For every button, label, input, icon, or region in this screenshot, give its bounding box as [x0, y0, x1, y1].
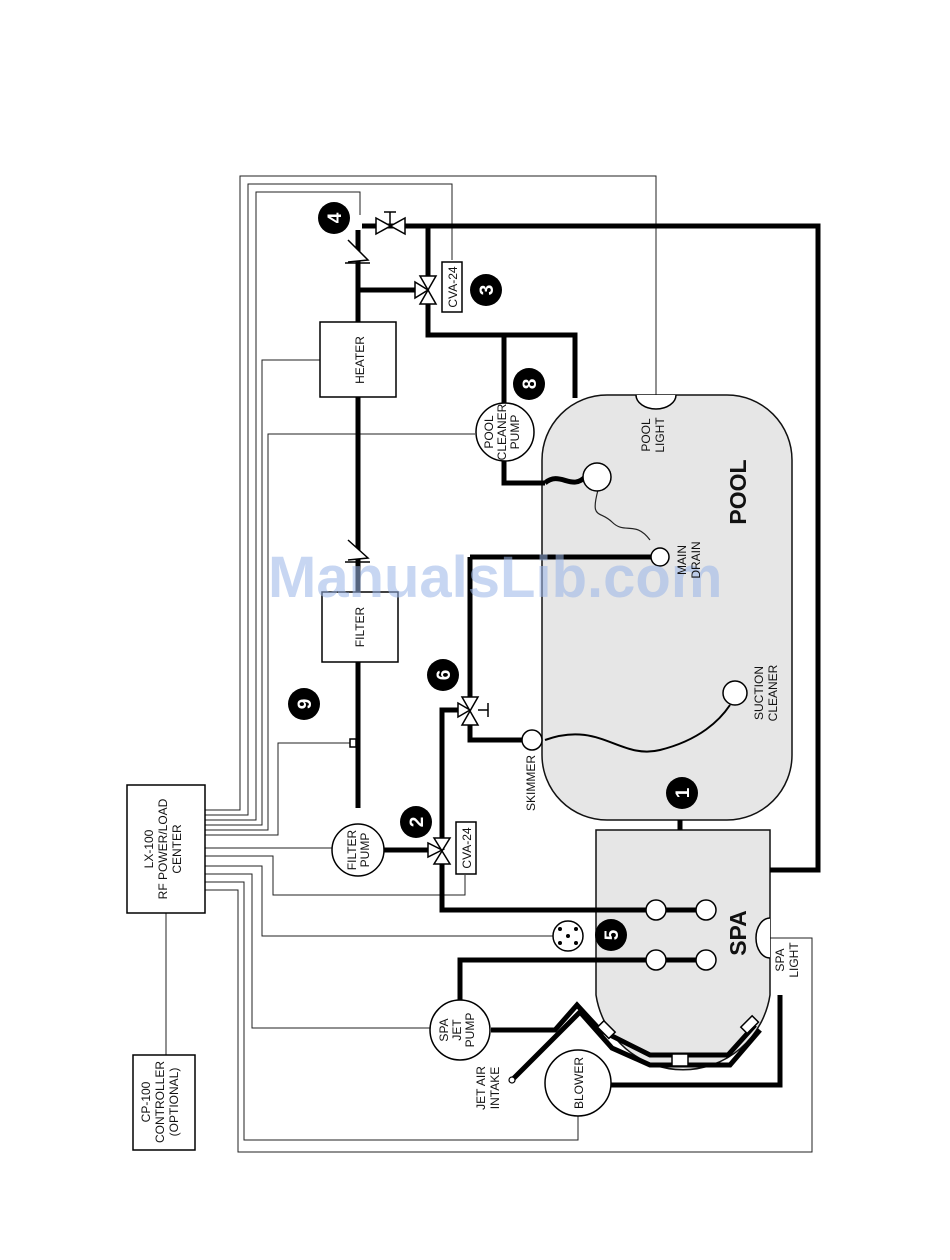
valve-6	[458, 697, 488, 725]
callout-6: 6	[434, 670, 455, 681]
spa-label: SPA	[725, 910, 751, 956]
controller-label-1: CP-100	[139, 1081, 153, 1122]
spa-jet-pump-label-1: SPA	[437, 1018, 451, 1041]
spa-jet-3	[646, 950, 666, 970]
watermark: ManualsLib.com	[268, 545, 722, 610]
callout-5: 5	[602, 929, 623, 940]
filter-label: FILTER	[353, 606, 367, 647]
spa-jet-4	[696, 950, 716, 970]
load-center-label-2: RF POWER/LOAD	[156, 798, 170, 899]
main-drain-label-1: MAIN	[675, 545, 689, 575]
jet-air-intake-label-2: INTAKE	[488, 1067, 502, 1109]
suction-cleaner-label-2: CLEANER	[766, 664, 780, 721]
valve-4	[376, 212, 405, 234]
pool-cleaner-head	[583, 463, 611, 491]
spa-jet-pump-label-2: JET	[450, 1019, 464, 1041]
cva-bottom-label: CVA-24	[460, 827, 474, 868]
pool-light-label-1: POOL	[639, 418, 653, 452]
controller-label-3: (OPTIONAL)	[167, 1068, 181, 1137]
callout-9: 9	[295, 699, 316, 710]
valve-2	[428, 838, 450, 864]
callout-3: 3	[477, 285, 498, 296]
pool-label: POOL	[725, 459, 751, 524]
callout-2: 2	[407, 817, 428, 828]
callout-8: 8	[520, 379, 541, 390]
skimmer-label: SKIMMER	[524, 755, 538, 811]
spa-jet-2	[696, 900, 716, 920]
pool-cleaner-pump-label-3: PUMP	[508, 415, 522, 450]
callout-1: 1	[673, 787, 694, 798]
spa-light-label-1: SPA	[773, 948, 787, 971]
spa-light-label-2: LIGHT	[787, 942, 801, 978]
spa-jet-1	[646, 900, 666, 920]
valve-3	[415, 276, 436, 304]
heater-label: HEATER	[353, 336, 367, 384]
controller-label-2: CONTROLLER	[153, 1061, 167, 1143]
callout-4: 4	[325, 212, 346, 223]
cva-top-label: CVA-24	[446, 266, 460, 307]
spa-jet-pump-label-3: PUMP	[463, 1013, 477, 1048]
pool-light-label-2: LIGHT	[653, 417, 667, 453]
blower-label: BLOWER	[572, 1057, 586, 1109]
pool-cleaner-pump-label-1: POOL	[482, 415, 496, 449]
suction-cleaner-head	[723, 681, 747, 705]
pool-cleaner-pump-label-2: CLEANER	[495, 403, 509, 460]
suction-cleaner-label-1: SUCTION	[752, 666, 766, 720]
main-drain-label-2: DRAIN	[689, 541, 703, 578]
skimmer-fitting	[522, 730, 542, 750]
jet-air-intake-label-1: JET AIR	[474, 1066, 488, 1110]
filter-pump-label-1: FILTER	[345, 829, 359, 870]
load-center-label-1: LX-100	[142, 829, 156, 868]
filter-pump-label-2: PUMP	[358, 833, 372, 868]
sensor	[350, 739, 356, 747]
load-center-label-3: CENTER	[170, 824, 184, 874]
